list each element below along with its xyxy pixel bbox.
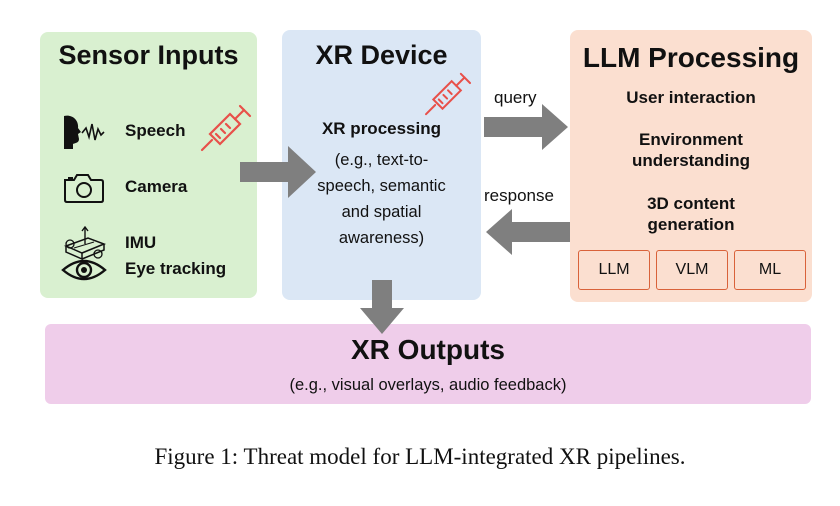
xr-to-outputs-arrow [360, 280, 404, 334]
model-chip-llm: LLM [578, 250, 650, 290]
query-label: query [494, 88, 537, 107]
llm-item-3d-content-generation: 3D content generation [570, 193, 812, 235]
llm-processing-panel: LLM Processing User interaction Environm… [570, 30, 812, 302]
sensor-item-label: Camera [125, 177, 188, 196]
speaking-head-icon [64, 115, 105, 149]
xr-processing-line: speech, semantic [317, 177, 446, 195]
sensor-to-xr-arrow [240, 146, 316, 198]
query-arrow [484, 104, 568, 150]
camera-icon [64, 174, 104, 203]
llm-item-line: User interaction [626, 88, 756, 107]
syringe-icon [200, 104, 252, 152]
sensor-inputs-title: Sensor Inputs [58, 40, 239, 70]
response-arrow [486, 209, 570, 255]
model-chip-vlm: VLM [656, 250, 728, 290]
response-label: response [484, 186, 554, 205]
xr-processing-line: awareness) [338, 229, 425, 247]
sensor-item-camera: Camera [40, 168, 257, 208]
sensor-item-imu: IMU [40, 224, 257, 264]
llm-item-line: Environment [639, 130, 743, 149]
imu-icon [63, 226, 107, 261]
figure-caption: Figure 1: Threat model for LLM-integrate… [154, 444, 686, 469]
sensor-inputs-panel: Sensor Inputs Speech Camera IMU [40, 32, 257, 298]
xr-device-title: XR Device [315, 40, 448, 70]
xr-processing-line: (e.g., text-to- [334, 151, 429, 169]
model-chip-ml: ML [734, 250, 806, 290]
xr-outputs-title: XR Outputs [351, 334, 505, 365]
xr-processing-line: and spatial [341, 203, 422, 221]
llm-item-line: 3D content [647, 194, 735, 213]
sensor-item-speech: Speech [40, 112, 257, 152]
llm-item-environment-understanding: Environment understanding [570, 129, 812, 171]
sensor-item-label: IMU [125, 233, 157, 252]
sensor-item-label: Speech [125, 121, 186, 140]
xr-device-panel: XR Device XR processing (e.g., text-to- … [282, 30, 481, 300]
xr-processing-title: XR processing [321, 119, 442, 138]
llm-item-user-interaction: User interaction [570, 87, 812, 108]
sensor-item-eye-tracking: Eye tracking [40, 250, 257, 290]
sensor-item-label: Eye tracking [125, 259, 227, 278]
xr-outputs-panel: XR Outputs (e.g., visual overlays, audio… [45, 324, 811, 404]
llm-processing-title: LLM Processing [582, 42, 800, 73]
xr-processing-description: (e.g., text-to- speech, semantic and spa… [282, 147, 481, 251]
eye-icon [61, 259, 107, 281]
xr-outputs-description: (e.g., visual overlays, audio feedback) [289, 376, 567, 394]
llm-item-line: generation [647, 215, 735, 234]
llm-item-line: understanding [631, 151, 751, 170]
syringe-icon [424, 72, 472, 116]
